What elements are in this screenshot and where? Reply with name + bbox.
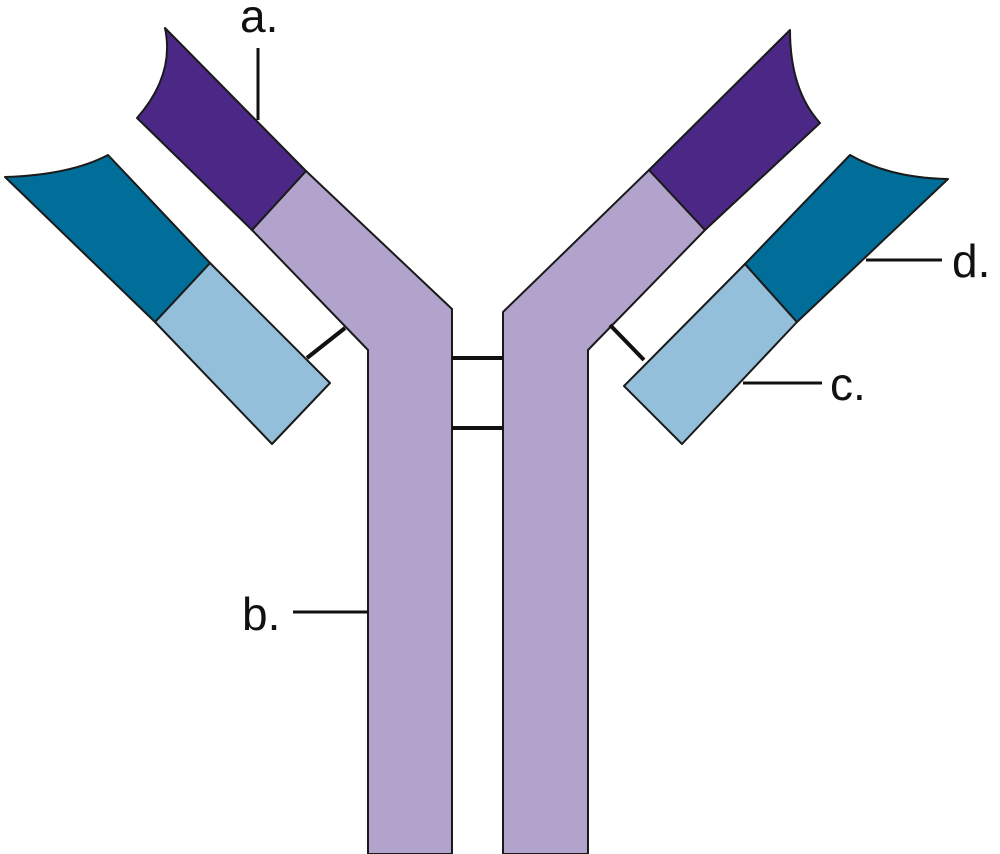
light-variable-left	[4, 154, 211, 323]
label-a: a.	[240, 0, 278, 42]
heavy-chain-left	[251, 170, 453, 854]
light-variable-right	[744, 154, 949, 323]
label-c: c.	[830, 358, 866, 410]
heavy-chain-right	[502, 169, 706, 854]
label-b: b.	[242, 588, 280, 640]
disulfide-bond-light-left	[305, 326, 347, 360]
heavy-variable-left	[136, 27, 307, 231]
label-d: d.	[952, 235, 990, 287]
disulfide-bond-light-right	[608, 323, 646, 362]
heavy-variable-right	[648, 29, 821, 231]
